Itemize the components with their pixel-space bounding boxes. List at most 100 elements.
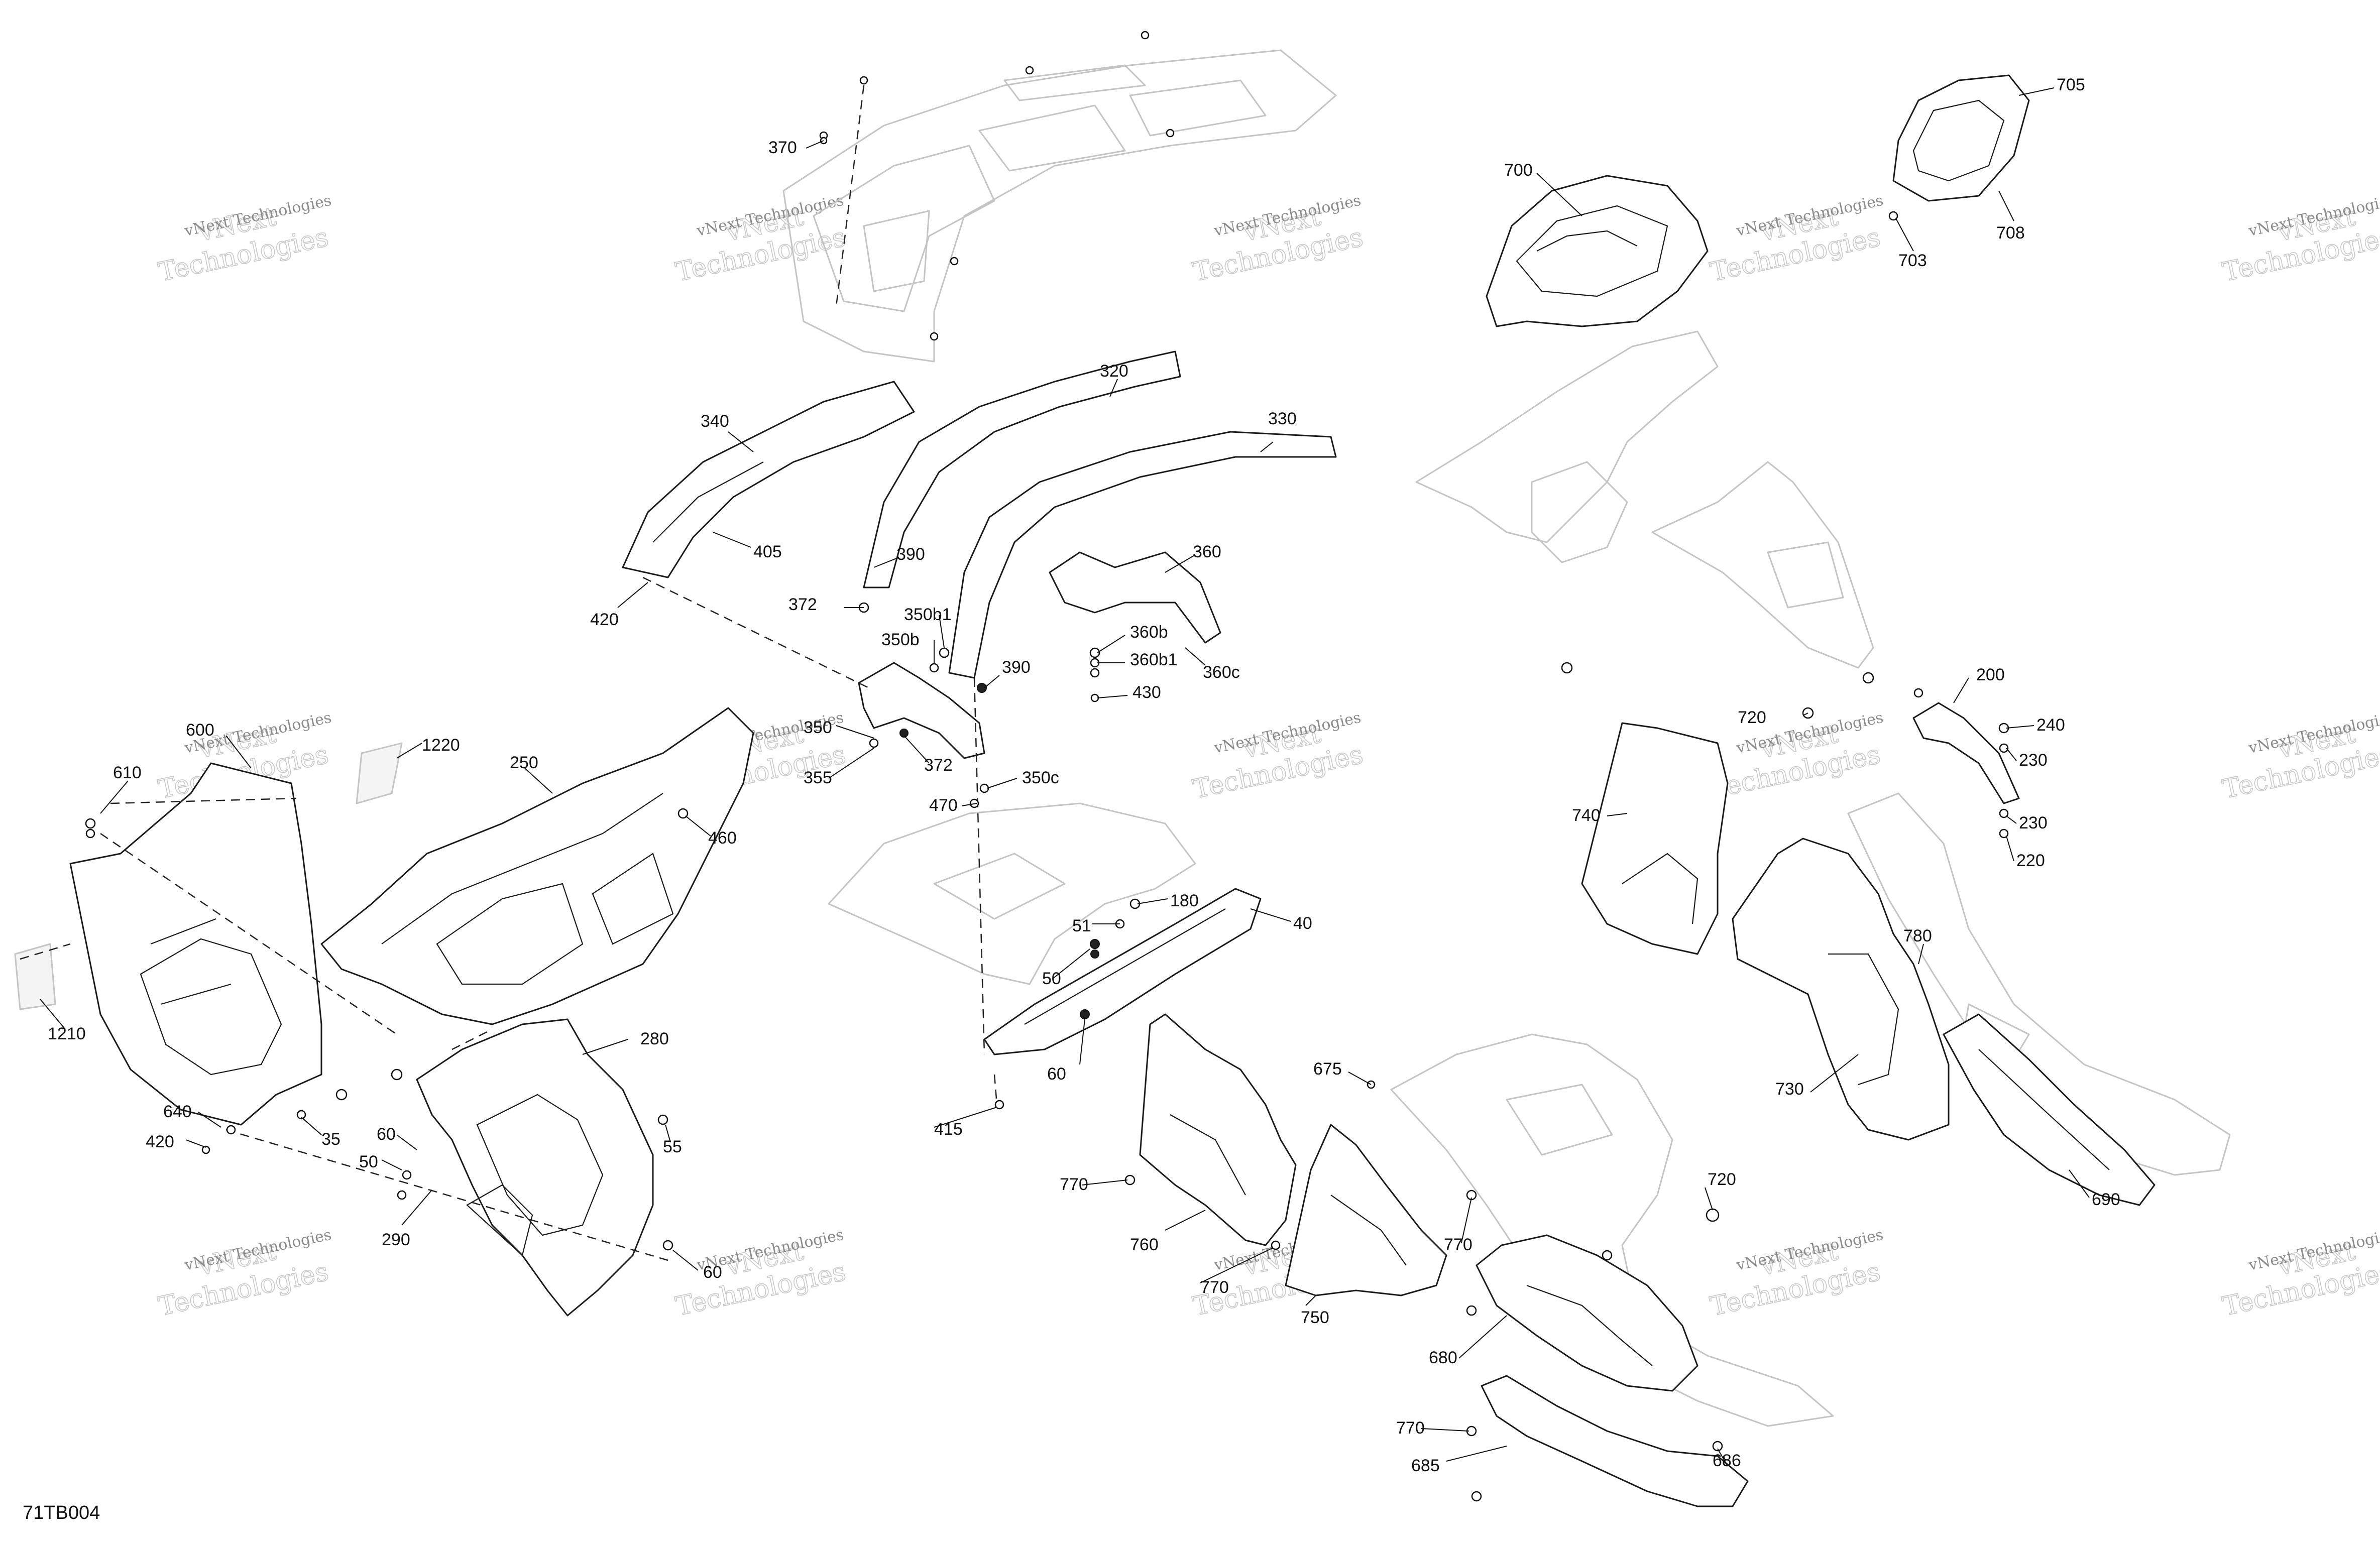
callout-280: 280: [640, 1029, 669, 1048]
watermark: vNext Technologies vNext Technologies: [1707, 1226, 1885, 1323]
watermark: vNext Technologies vNext Technologies: [1190, 192, 1366, 288]
watermark: vNext Technologies vNext Technologies: [1190, 709, 1366, 805]
callout-705: 705: [2057, 75, 2085, 94]
callout-430: 430: [1132, 683, 1161, 702]
callout-686: 686: [1713, 1451, 1741, 1470]
callout-360c: 360c: [1203, 663, 1240, 682]
roll-bar-front: [863, 350, 1181, 588]
callout-600: 600: [186, 721, 214, 740]
callout-708: 708: [1996, 223, 2025, 243]
callout-50a: 50: [359, 1152, 378, 1171]
ghost-floor-panel: [828, 802, 1196, 985]
callout-240: 240: [2036, 716, 2065, 735]
callout-750: 750: [1301, 1308, 1329, 1327]
gauge-bezel: [1892, 74, 2030, 202]
watermark: vNext Technologies vNext Technologies: [2219, 709, 2380, 805]
callout-405: 405: [753, 542, 782, 561]
panel-680: [1476, 1234, 1698, 1392]
callout-770a: 770: [1060, 1175, 1088, 1194]
callout-372b: 372: [924, 756, 953, 775]
callout-60a: 60: [377, 1125, 396, 1144]
callout-470: 470: [929, 796, 958, 815]
callout-250: 250: [510, 753, 538, 772]
watermark: vNext Technologies vNext Technologies: [672, 1226, 849, 1323]
callout-780: 780: [1903, 926, 1932, 945]
dash-frame-250: [320, 707, 754, 1025]
callout-610: 610: [113, 763, 142, 782]
callout-680: 680: [1429, 1348, 1457, 1367]
watermark: vNext Technologies vNext Technologies: [2219, 192, 2380, 288]
roll-bar-rear: [948, 431, 1337, 679]
callout-685: 685: [1411, 1456, 1440, 1475]
callout-675: 675: [1313, 1059, 1342, 1079]
fasteners: [85, 31, 2009, 1502]
callout-390b: 390: [1002, 658, 1031, 677]
callout-350: 350: [804, 718, 832, 737]
callout-180: 180: [1170, 891, 1199, 910]
watermark: vNext Technologies vNext Technologies: [1707, 709, 1885, 805]
rear-panel-1220: [356, 742, 403, 804]
callout-220: 220: [2016, 851, 2045, 870]
callout-230a: 230: [2019, 751, 2048, 770]
callout-360b: 360b: [1130, 623, 1168, 642]
ghost-dash-upper: [1415, 330, 1719, 563]
callout-703: 703: [1898, 251, 1927, 270]
callout-415: 415: [934, 1120, 963, 1139]
crossbar-40: [983, 888, 1262, 1055]
rear-bracket-340: [622, 381, 915, 578]
callout-330: 330: [1268, 409, 1297, 428]
callout-640: 640: [163, 1102, 192, 1121]
callout-420a: 420: [590, 610, 619, 629]
callout-60b: 60: [703, 1263, 722, 1282]
callout-720a: 720: [1738, 708, 1766, 727]
panel-690: [1943, 1013, 2156, 1206]
callout-350b: 350b: [881, 630, 920, 649]
callout-372a: 372: [788, 595, 817, 614]
callout-200: 200: [1976, 665, 2005, 684]
callout-740: 740: [1572, 806, 1601, 825]
callout-730: 730: [1775, 1080, 1804, 1099]
callout-770b: 770: [1200, 1278, 1229, 1297]
ghost-roof-rack: [782, 49, 1337, 363]
callout-420b: 420: [146, 1132, 174, 1151]
callout-labels: 370 700 705 708 703 320 330 340 405 420 …: [48, 75, 2120, 1475]
callout-230b: 230: [2019, 813, 2048, 833]
callout-770c: 770: [1444, 1235, 1472, 1254]
callout-720b: 720: [1708, 1170, 1736, 1189]
support-280: [416, 1018, 654, 1317]
callout-350b1: 350b1: [904, 605, 952, 624]
panel-760: [1139, 1013, 1297, 1246]
callout-360b1: 360b1: [1130, 650, 1178, 669]
side-panel-600: [69, 762, 322, 1126]
panel-750: [1285, 1124, 1447, 1296]
alignment-lines: [20, 85, 998, 1261]
callout-770d: 770: [1396, 1418, 1425, 1438]
side-panel-1210: [14, 943, 56, 1010]
callout-1210: 1210: [48, 1024, 86, 1043]
callout-50b: 50: [1042, 969, 1061, 988]
figure-code: 71TB004: [23, 1502, 100, 1523]
panel-740: [1581, 722, 1729, 955]
callout-35: 35: [321, 1130, 341, 1149]
callout-370: 370: [768, 138, 797, 157]
panel-685: [1481, 1375, 1749, 1507]
callout-760: 760: [1130, 1235, 1159, 1254]
bracket-350: [858, 662, 985, 759]
callout-55: 55: [663, 1137, 682, 1156]
callout-355: 355: [804, 768, 832, 787]
callout-40: 40: [1293, 914, 1312, 933]
callout-290: 290: [382, 1230, 410, 1249]
callout-51: 51: [1072, 916, 1091, 935]
watermark: vNext Technologies vNext Technologies: [155, 1226, 333, 1323]
panel-730: [1732, 838, 1950, 1141]
callout-320: 320: [1100, 362, 1128, 381]
instrument-cluster-housing: [1486, 175, 1709, 327]
callout-360: 360: [1193, 542, 1221, 561]
watermark: vNext Technologies vNext Technologies: [1707, 192, 1885, 288]
callout-350c: 350c: [1022, 768, 1059, 787]
callout-60c: 60: [1047, 1064, 1066, 1084]
watermark: vNext Technologies vNext Technologies: [155, 192, 333, 288]
callout-1220: 1220: [422, 736, 460, 755]
leader-lines: [40, 87, 2090, 1467]
